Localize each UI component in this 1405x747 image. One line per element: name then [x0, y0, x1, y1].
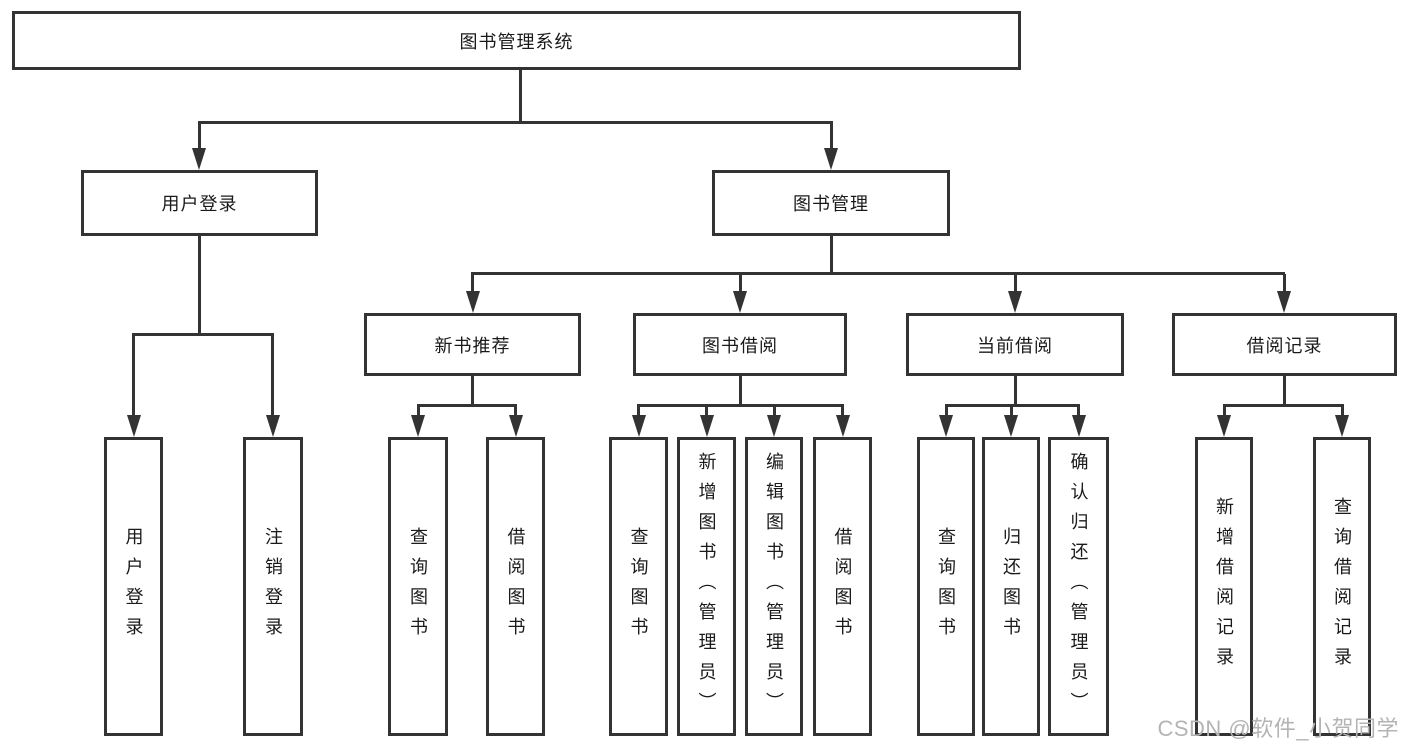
arrowhead-icon: [835, 415, 850, 437]
leaf-confirm-return-admin: 确认归还（管理员）: [1048, 437, 1109, 736]
connector-line: [705, 406, 708, 416]
node-user-login-label: 用户登录: [161, 194, 238, 214]
arrowhead-icon: [265, 415, 280, 437]
connector-line: [829, 123, 833, 150]
connector-line: [132, 335, 135, 416]
leaf-borrow-books-2-label: 借阅图书: [832, 526, 853, 647]
arrowhead-icon: [1008, 291, 1022, 313]
leaf-borrow-books-2: 借阅图书: [813, 437, 872, 736]
node-new-book-recommend: 新书推荐: [364, 313, 581, 376]
connector-line: [1222, 406, 1226, 416]
connector-line: [841, 406, 844, 416]
leaf-query-books-3-label: 查询图书: [936, 526, 956, 647]
arrowhead-icon: [1335, 415, 1349, 437]
arrowhead-icon: [1004, 415, 1018, 437]
leaf-logout-label: 注销登录: [263, 526, 283, 647]
connector-line: [637, 404, 844, 407]
node-new-book-recommend-label: 新书推荐: [434, 335, 511, 356]
arrowhead-icon: [631, 415, 646, 437]
arrowhead-icon: [508, 415, 523, 437]
connector-line: [738, 274, 742, 292]
node-book-management-label: 图书管理: [793, 194, 869, 214]
connector-line: [1340, 406, 1344, 416]
leaf-query-books-3: 查询图书: [917, 437, 975, 736]
connector-line: [197, 121, 833, 124]
node-root-label: 图书管理系统: [459, 31, 574, 52]
connector-line: [1282, 274, 1286, 292]
node-borrow-records: 借阅记录: [1172, 313, 1397, 376]
connector-line: [1077, 406, 1080, 416]
leaf-add-borrow-record: 新增借阅记录: [1195, 437, 1253, 736]
arrowhead-icon: [733, 291, 747, 313]
arrowhead-icon: [465, 291, 480, 313]
leaf-borrow-books-1-label: 借阅图书: [505, 526, 526, 647]
connector-line: [471, 376, 474, 406]
connector-line: [1009, 406, 1013, 416]
leaf-edit-books-admin: 编辑图书（管理员）: [745, 437, 803, 736]
node-user-login: 用户登录: [81, 170, 318, 236]
arrowhead-icon: [411, 415, 425, 437]
connector-line: [944, 406, 948, 416]
connector-line: [471, 274, 474, 292]
node-borrow-records-label: 借阅记录: [1246, 335, 1323, 356]
node-book-borrow: 图书借阅: [633, 313, 847, 376]
leaf-user-login-label: 用户登录: [123, 526, 144, 647]
leaf-return-books-label: 归还图书: [1001, 526, 1021, 647]
leaf-confirm-return-admin-label: 确认归还（管理员）: [1068, 451, 1089, 722]
connector-line: [772, 406, 776, 416]
connector-line: [518, 70, 522, 123]
csdn-watermark: CSDN @软件_小贺同学: [1157, 716, 1399, 741]
connector-line: [416, 404, 517, 407]
node-current-borrow: 当前借阅: [906, 313, 1124, 376]
arrowhead-icon: [192, 148, 206, 170]
connector-line: [1013, 376, 1017, 406]
leaf-query-books-1: 查询图书: [388, 437, 448, 736]
leaf-query-borrow-record: 查询借阅记录: [1313, 437, 1371, 736]
connector-line: [416, 406, 420, 416]
arrowhead-icon: [939, 415, 953, 437]
connector-line: [471, 272, 1285, 275]
leaf-query-borrow-record-label: 查询借阅记录: [1332, 496, 1352, 677]
arrowhead-icon: [699, 415, 714, 437]
leaf-edit-books-admin-label: 编辑图书（管理员）: [764, 451, 784, 722]
leaf-query-books-2: 查询图书: [609, 437, 668, 736]
leaf-add-books-admin: 新增图书（管理员）: [677, 437, 736, 736]
arrowhead-icon: [767, 415, 781, 437]
connector-line: [738, 376, 742, 406]
connector-line: [829, 236, 833, 274]
arrowhead-icon: [1071, 415, 1086, 437]
arrowhead-icon: [126, 415, 141, 437]
leaf-add-borrow-record-label: 新增借阅记录: [1214, 496, 1234, 677]
connector-line: [1013, 274, 1017, 292]
node-root: 图书管理系统: [12, 11, 1021, 70]
leaf-user-login: 用户登录: [104, 437, 163, 736]
connector-line: [271, 335, 274, 416]
arrowhead-icon: [1217, 415, 1231, 437]
leaf-query-books-2-label: 查询图书: [628, 526, 649, 647]
connector-line: [637, 406, 640, 416]
node-book-management: 图书管理: [712, 170, 950, 236]
node-book-borrow-label: 图书借阅: [702, 335, 778, 356]
connector-line: [1282, 376, 1286, 406]
connector-line: [514, 406, 517, 416]
arrowhead-icon: [1277, 291, 1291, 313]
leaf-borrow-books-1: 借阅图书: [486, 437, 545, 736]
leaf-logout: 注销登录: [243, 437, 303, 736]
connector-line: [944, 404, 1080, 407]
leaf-return-books: 归还图书: [982, 437, 1040, 736]
arrowhead-icon: [824, 148, 838, 170]
node-current-borrow-label: 当前借阅: [977, 335, 1053, 356]
connector-line: [1222, 404, 1344, 407]
connector-line: [197, 236, 201, 336]
connector-line: [132, 333, 274, 336]
connector-line: [197, 123, 201, 150]
leaf-add-books-admin-label: 新增图书（管理员）: [696, 451, 717, 722]
leaf-query-books-1-label: 查询图书: [408, 526, 428, 647]
